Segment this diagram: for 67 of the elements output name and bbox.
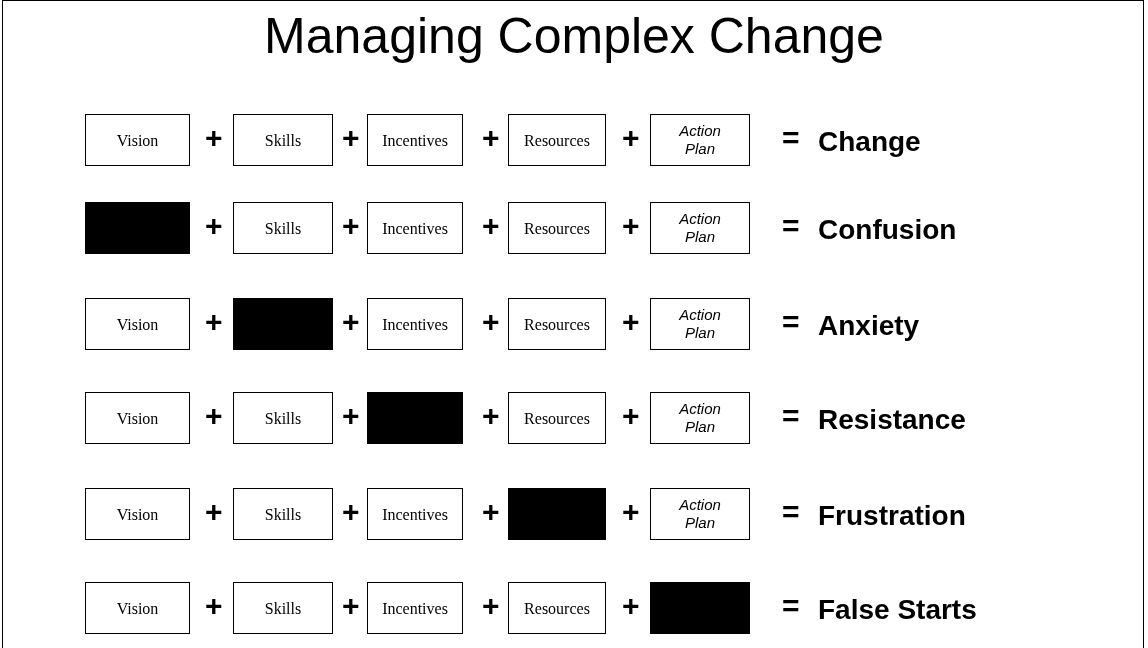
plus-sign: + bbox=[342, 122, 360, 154]
blacked-out-box bbox=[508, 488, 606, 540]
plus-sign: + bbox=[205, 496, 223, 528]
plus-sign: + bbox=[622, 590, 640, 622]
factor-box: Skills bbox=[233, 202, 333, 254]
factor-box: Vision bbox=[85, 298, 190, 350]
blacked-out-box bbox=[233, 298, 333, 350]
factor-box: Skills bbox=[233, 114, 333, 166]
equals-sign: = bbox=[782, 590, 800, 622]
plus-sign: + bbox=[622, 210, 640, 242]
factor-box: Skills bbox=[233, 582, 333, 634]
factor-box: Incentives bbox=[367, 488, 463, 540]
plus-sign: + bbox=[205, 590, 223, 622]
plus-sign: + bbox=[482, 496, 500, 528]
plus-sign: + bbox=[342, 306, 360, 338]
equals-sign: = bbox=[782, 122, 800, 154]
equals-sign: = bbox=[782, 210, 800, 242]
factor-box: Incentives bbox=[367, 202, 463, 254]
outcome-label: Frustration bbox=[818, 500, 966, 532]
factor-box: Vision bbox=[85, 114, 190, 166]
factor-box: Skills bbox=[233, 488, 333, 540]
factor-box: Incentives bbox=[367, 298, 463, 350]
blacked-out-box bbox=[367, 392, 463, 444]
plus-sign: + bbox=[482, 122, 500, 154]
plus-sign: + bbox=[342, 590, 360, 622]
factor-box: Resources bbox=[508, 392, 606, 444]
factor-box: Incentives bbox=[367, 114, 463, 166]
blacked-out-box bbox=[650, 582, 750, 634]
outcome-label: Change bbox=[818, 126, 921, 158]
factor-box: Resources bbox=[508, 298, 606, 350]
factor-box: Resources bbox=[508, 582, 606, 634]
plus-sign: + bbox=[342, 400, 360, 432]
equals-sign: = bbox=[782, 306, 800, 338]
plus-sign: + bbox=[205, 400, 223, 432]
outcome-label: Resistance bbox=[818, 404, 966, 436]
factor-box: Action Plan bbox=[650, 202, 750, 254]
plus-sign: + bbox=[482, 400, 500, 432]
factor-box: Action Plan bbox=[650, 298, 750, 350]
equals-sign: = bbox=[782, 400, 800, 432]
blacked-out-box bbox=[85, 202, 190, 254]
factor-box: Resources bbox=[508, 202, 606, 254]
plus-sign: + bbox=[622, 496, 640, 528]
plus-sign: + bbox=[342, 210, 360, 242]
factor-box: Skills bbox=[233, 392, 333, 444]
title: Managing Complex Change bbox=[263, 7, 885, 66]
factor-box: Vision bbox=[85, 582, 190, 634]
factor-box: Action Plan bbox=[650, 114, 750, 166]
factor-box: Action Plan bbox=[650, 392, 750, 444]
factor-box: Vision bbox=[85, 392, 190, 444]
plus-sign: + bbox=[342, 496, 360, 528]
outcome-label: False Starts bbox=[818, 594, 977, 626]
outcome-label: Anxiety bbox=[818, 310, 920, 342]
equals-sign: = bbox=[782, 496, 800, 528]
outcome-label: Confusion bbox=[818, 214, 957, 246]
factor-box: Resources bbox=[508, 114, 606, 166]
factor-box: Action Plan bbox=[650, 488, 750, 540]
plus-sign: + bbox=[622, 400, 640, 432]
factor-box: Vision bbox=[85, 488, 190, 540]
plus-sign: + bbox=[205, 210, 223, 242]
plus-sign: + bbox=[622, 122, 640, 154]
factor-box: Incentives bbox=[367, 582, 463, 634]
plus-sign: + bbox=[622, 306, 640, 338]
plus-sign: + bbox=[482, 306, 500, 338]
plus-sign: + bbox=[482, 210, 500, 242]
plus-sign: + bbox=[482, 590, 500, 622]
plus-sign: + bbox=[205, 306, 223, 338]
plus-sign: + bbox=[205, 122, 223, 154]
